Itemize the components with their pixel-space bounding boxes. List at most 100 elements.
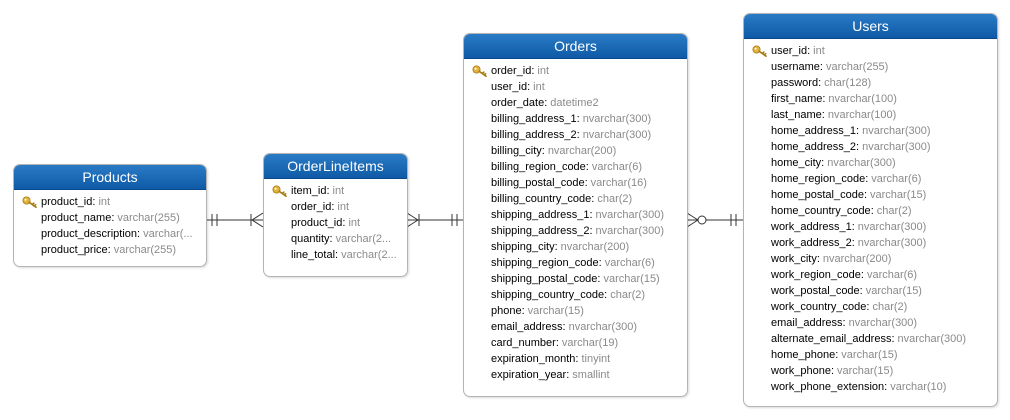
column-row[interactable]: billing_country_code:char(2) <box>464 191 687 207</box>
column-row[interactable]: email_address:nvarchar(300) <box>744 315 997 331</box>
column-row[interactable]: user_id:int <box>744 43 997 59</box>
column-separator: : <box>589 225 593 237</box>
column-row[interactable]: order_id:int <box>264 199 407 215</box>
relationship-orderlineitems-orders <box>406 212 463 228</box>
column-row[interactable]: alternate_email_address:nvarchar(300) <box>744 331 997 347</box>
column-row[interactable]: billing_region_code:varchar(6) <box>464 159 687 175</box>
column-name: product_id <box>291 217 343 229</box>
column-row[interactable]: order_date:datetime2 <box>464 95 687 111</box>
key-icon <box>472 65 488 77</box>
key-icon <box>22 196 38 208</box>
column-type: nvarchar(200) <box>547 145 617 157</box>
column-row[interactable]: home_region_code:varchar(6) <box>744 171 997 187</box>
column-separator: : <box>604 289 608 301</box>
column-row[interactable]: shipping_city:nvarchar(200) <box>464 239 687 255</box>
column-row[interactable]: email_address:nvarchar(300) <box>464 319 687 335</box>
column-row[interactable]: product_id:int <box>264 215 407 231</box>
column-type: char(2) <box>876 205 912 217</box>
column-separator: : <box>589 209 593 221</box>
column-row[interactable]: billing_address_1:nvarchar(300) <box>464 111 687 127</box>
column-type: nvarchar(300) <box>857 237 927 249</box>
column-name: billing_address_1 <box>491 113 577 125</box>
column-row[interactable]: home_country_code:char(2) <box>744 203 997 219</box>
column-type: char(2) <box>872 301 908 313</box>
column-separator: : <box>107 244 111 256</box>
column-row[interactable]: billing_address_2:nvarchar(300) <box>464 127 687 143</box>
column-separator: : <box>870 205 874 217</box>
column-row[interactable]: shipping_address_1:nvarchar(300) <box>464 207 687 223</box>
column-name: home_region_code <box>771 173 866 185</box>
column-row[interactable]: item_id:int <box>264 183 407 199</box>
column-row[interactable]: billing_postal_code:varchar(16) <box>464 175 687 191</box>
column-type: char(128) <box>824 77 872 89</box>
column-row[interactable]: home_address_2:nvarchar(300) <box>744 139 997 155</box>
column-row[interactable]: work_address_2:nvarchar(300) <box>744 235 997 251</box>
relationship-products-orderlineitems <box>207 212 264 228</box>
column-row[interactable]: home_phone:varchar(15) <box>744 347 997 363</box>
column-separator: : <box>863 189 868 201</box>
column-row[interactable]: expiration_year:smallint <box>464 367 687 383</box>
column-row[interactable]: shipping_postal_code:varchar(15) <box>464 271 687 287</box>
column-row[interactable]: username:varchar(255) <box>744 59 997 75</box>
column-row[interactable]: work_city:nvarchar(200) <box>744 251 997 267</box>
column-row[interactable]: home_address_1:nvarchar(300) <box>744 123 997 139</box>
column-row[interactable]: work_address_1:nvarchar(300) <box>744 219 997 235</box>
column-name: card_number <box>491 337 556 349</box>
column-name: billing_address_2 <box>491 129 577 141</box>
entity-title: Orders <box>464 34 687 59</box>
column-separator: : <box>591 193 595 205</box>
column-row[interactable]: work_country_code:char(2) <box>744 299 997 315</box>
column-separator: : <box>326 185 330 197</box>
column-row[interactable]: order_id:int <box>464 63 687 79</box>
column-row[interactable]: product_price:varchar(255) <box>14 242 206 258</box>
column-row[interactable]: shipping_country_code:char(2) <box>464 287 687 303</box>
column-name: billing_country_code <box>491 193 592 205</box>
column-row[interactable]: work_postal_code:varchar(15) <box>744 283 997 299</box>
column-type: varchar(6) <box>591 161 642 173</box>
column-row[interactable]: first_name:nvarchar(100) <box>744 91 997 107</box>
column-row[interactable]: work_phone_extension:varchar(10) <box>744 379 997 395</box>
column-row[interactable]: shipping_region_code:varchar(6) <box>464 255 687 271</box>
column-row[interactable]: work_phone:varchar(15) <box>744 363 997 379</box>
column-name: work_address_1 <box>771 221 852 233</box>
column-row[interactable]: card_number:varchar(19) <box>464 335 687 351</box>
column-type: varchar(16) <box>590 177 647 189</box>
column-separator: : <box>821 157 825 169</box>
column-separator: : <box>851 221 855 233</box>
column-row[interactable]: quantity:varchar(2... <box>264 231 407 247</box>
column-separator: : <box>137 228 141 240</box>
column-name: home_city <box>771 157 822 169</box>
column-row[interactable]: product_description:varchar(... <box>14 226 206 242</box>
column-row[interactable]: work_region_code:varchar(6) <box>744 267 997 283</box>
column-row[interactable]: product_id:int <box>14 194 206 210</box>
column-row[interactable]: last_name:nvarchar(100) <box>744 107 997 123</box>
column-row[interactable]: line_total:varchar(2... <box>264 247 407 263</box>
column-type: int <box>337 201 350 213</box>
column-type: varchar(15) <box>870 189 927 201</box>
column-type: varchar(255) <box>825 61 889 73</box>
column-separator: : <box>585 161 589 173</box>
column-row[interactable]: billing_city:nvarchar(200) <box>464 143 687 159</box>
column-row[interactable]: shipping_address_2:nvarchar(300) <box>464 223 687 239</box>
column-name: quantity <box>291 233 330 245</box>
column-row[interactable]: user_id:int <box>464 79 687 95</box>
column-type: nvarchar(100) <box>827 109 897 121</box>
column-name: home_phone <box>771 349 836 361</box>
column-row[interactable]: product_name:varchar(255) <box>14 210 206 226</box>
column-name: product_name <box>41 212 112 224</box>
column-name: shipping_address_2 <box>491 225 590 237</box>
column-row[interactable]: phone:varchar(15) <box>464 303 687 319</box>
column-separator: : <box>818 77 822 89</box>
column-row[interactable]: home_city:nvarchar(300) <box>744 155 997 171</box>
column-row[interactable]: expiration_month:tinyint <box>464 351 687 367</box>
column-row[interactable]: password:char(128) <box>744 75 997 91</box>
column-row[interactable]: home_postal_code:varchar(15) <box>744 187 997 203</box>
column-separator: : <box>584 177 588 189</box>
column-separator: : <box>331 201 335 213</box>
